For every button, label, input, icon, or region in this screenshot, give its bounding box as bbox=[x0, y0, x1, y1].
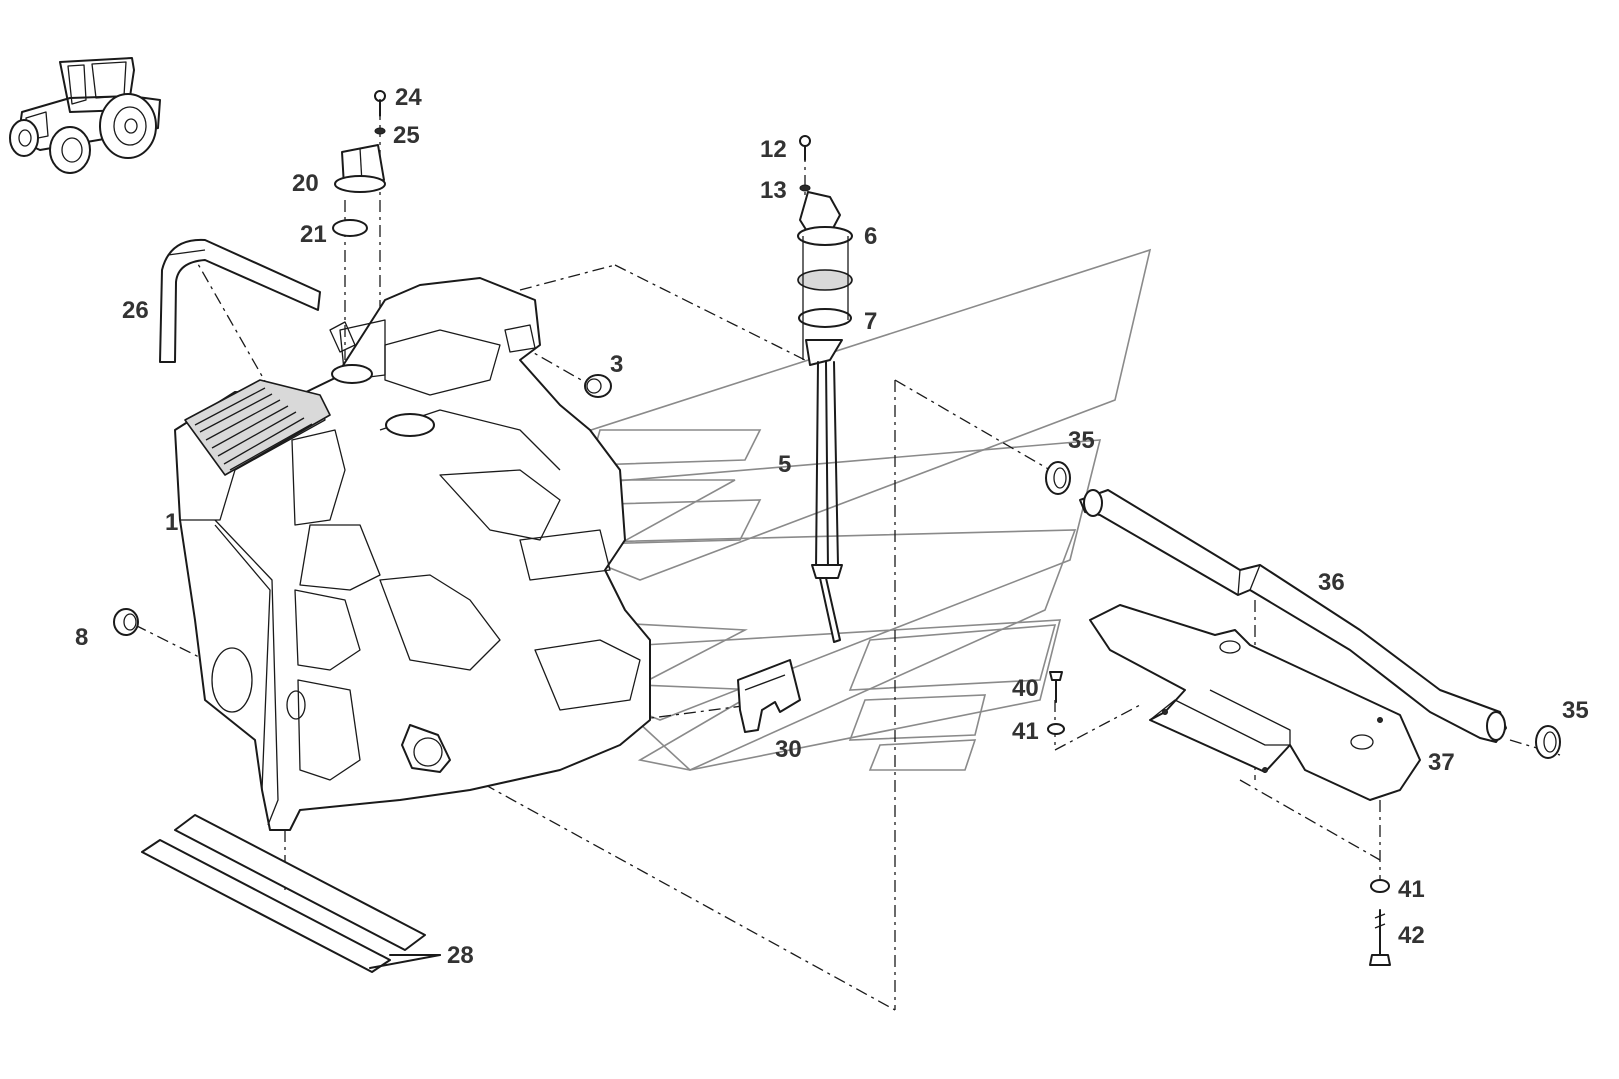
pipe-part-36 bbox=[1079, 489, 1507, 743]
callout-12: 12 bbox=[760, 136, 787, 163]
callout-8: 8 bbox=[75, 624, 88, 651]
callout-36: 36 bbox=[1318, 569, 1345, 596]
callout-30: 30 bbox=[775, 736, 802, 763]
grommet-part-8 bbox=[113, 608, 139, 636]
tractor-icon bbox=[9, 57, 161, 174]
fasteners bbox=[1047, 671, 1391, 966]
callout-35-lower: 35 bbox=[1562, 697, 1589, 724]
callout-5: 5 bbox=[778, 451, 791, 478]
callout-42: 42 bbox=[1398, 922, 1425, 949]
callout-25: 25 bbox=[393, 122, 420, 149]
callout-28: 28 bbox=[447, 942, 474, 969]
filler-assembly bbox=[332, 90, 386, 237]
pads-part-28 bbox=[141, 814, 441, 973]
fuel-tank bbox=[174, 277, 651, 831]
callout-24: 24 bbox=[395, 84, 422, 111]
clamp-part-35-upper bbox=[1045, 461, 1071, 495]
callout-21: 21 bbox=[300, 221, 327, 248]
callout-13: 13 bbox=[760, 177, 787, 204]
callout-26: 26 bbox=[122, 297, 149, 324]
callout-41-lower: 41 bbox=[1398, 876, 1425, 903]
callout-41-upper: 41 bbox=[1012, 718, 1039, 745]
callout-35-upper: 35 bbox=[1068, 427, 1095, 454]
callout-labels: 1 3 5 6 7 8 12 13 20 21 24 25 26 28 30 3… bbox=[75, 84, 1589, 969]
callout-7: 7 bbox=[864, 308, 877, 335]
callout-20: 20 bbox=[292, 170, 319, 197]
heat-shield-part-37 bbox=[1089, 604, 1421, 801]
callout-37: 37 bbox=[1428, 749, 1455, 776]
callout-3: 3 bbox=[610, 351, 623, 378]
grommet-part-3 bbox=[584, 374, 612, 398]
hose-part-26 bbox=[159, 238, 321, 363]
callout-40: 40 bbox=[1012, 675, 1039, 702]
callout-1: 1 bbox=[165, 509, 178, 536]
bracket-part-30 bbox=[737, 659, 801, 733]
sender-unit bbox=[797, 135, 853, 643]
callout-6: 6 bbox=[864, 223, 877, 250]
clamp-part-35-lower bbox=[1535, 725, 1561, 759]
